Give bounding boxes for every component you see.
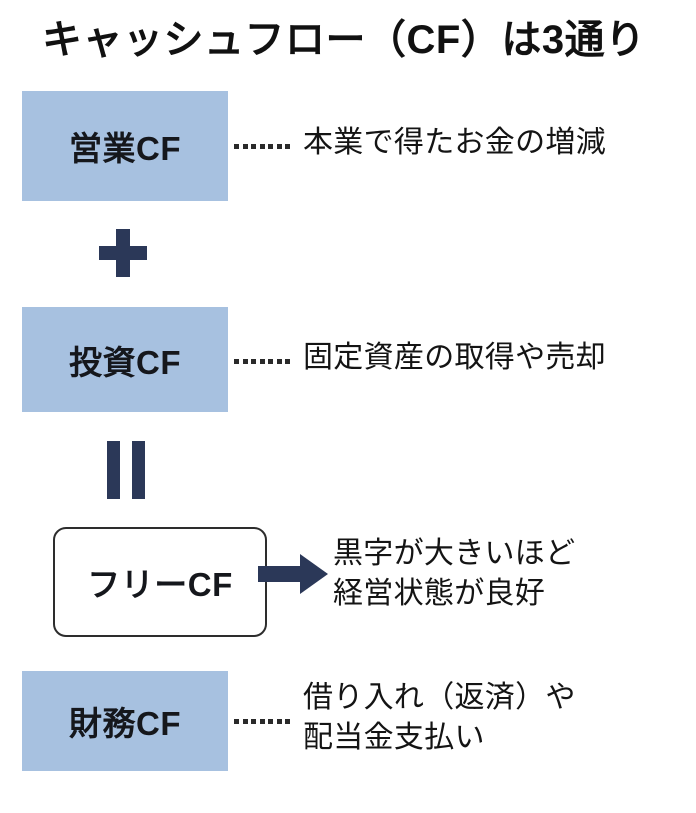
leader-dot: [251, 358, 256, 364]
description-investing: 固定資産の取得や売却: [303, 341, 606, 374]
description-free: 黒字が大きいほど 経営状態が良好: [333, 537, 576, 610]
leader-dot: [268, 718, 273, 724]
cf-box-financing-label: 財務CF: [69, 705, 181, 742]
leader-dot: [234, 358, 239, 364]
leader-dot: [259, 358, 265, 364]
cf-box-investing-label: 投資CF: [69, 343, 181, 381]
plus-vertical-bar: [116, 229, 130, 277]
equals-bar-left: [107, 441, 120, 499]
dotted-leader-operating: [234, 143, 290, 149]
cf-box-investing: 投資CF: [22, 307, 228, 412]
leader-dot: [276, 143, 282, 149]
equals-operator-icon: [105, 441, 147, 499]
leader-dot: [285, 358, 290, 364]
cf-box-free-label: フリーCF: [87, 566, 233, 603]
leader-dot: [242, 718, 248, 724]
cf-box-operating: 営業CF: [22, 91, 228, 201]
leader-dot: [268, 143, 273, 149]
leader-dot: [276, 358, 282, 364]
cf-box-operating-label: 営業CF: [69, 130, 181, 167]
leader-dot: [285, 143, 290, 149]
leader-dot: [251, 718, 256, 724]
leader-dot: [285, 718, 290, 724]
dotted-leader-investing: [234, 358, 290, 364]
description-operating: 本業で得たお金の増減: [303, 126, 606, 159]
leader-dot: [234, 718, 239, 724]
cf-box-financing: 財務CF: [22, 671, 228, 771]
cf-box-free: フリーCF: [53, 527, 267, 637]
equals-bar-right: [132, 441, 145, 499]
leader-dot: [251, 143, 256, 149]
description-financing: 借り入れ（返済）や 配当金支払い: [303, 681, 576, 754]
leader-dot: [242, 143, 248, 149]
plus-operator-icon: [99, 229, 147, 277]
leader-dot: [242, 358, 248, 364]
leader-dot: [276, 718, 282, 724]
arrow-right-icon: [258, 554, 328, 594]
leader-dot: [259, 718, 265, 724]
dotted-leader-financing: [234, 718, 290, 724]
leader-dot: [234, 143, 239, 149]
leader-dot: [268, 358, 273, 364]
leader-dot: [259, 143, 265, 149]
page-title: キャッシュフロー（CF）は3通り: [42, 18, 646, 62]
